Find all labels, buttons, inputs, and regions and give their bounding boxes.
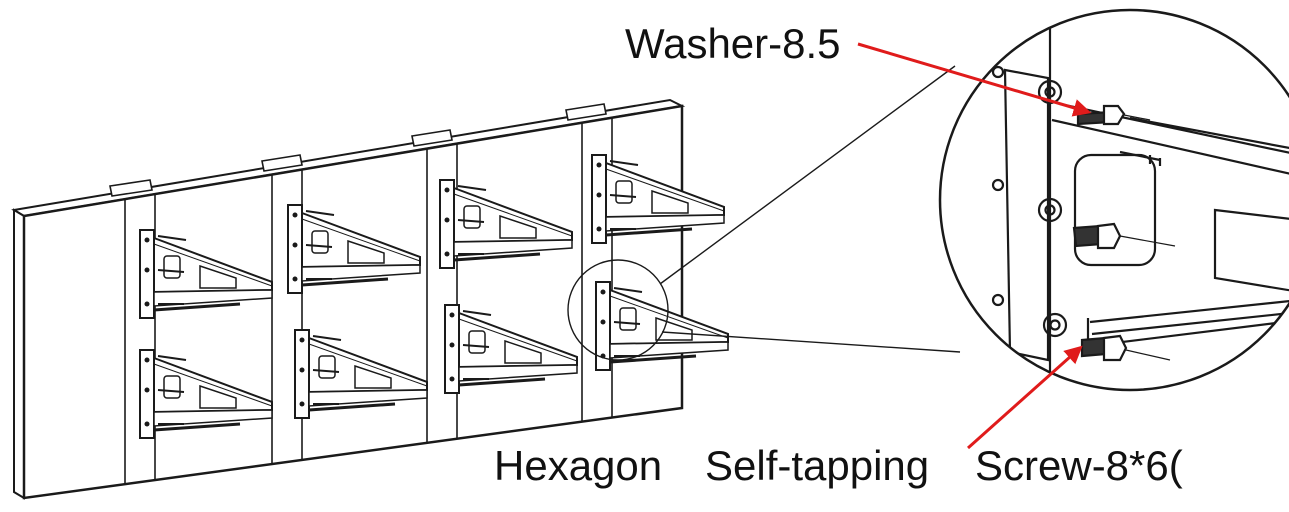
screw-label: Screw-8*6(	[975, 442, 1183, 489]
wall-panel	[11, 98, 730, 500]
detail-callout	[567, 65, 961, 361]
washer-arrow	[857, 42, 1092, 117]
washer-label: Washer-8.5	[625, 20, 841, 67]
callout-arrows	[857, 42, 1092, 450]
hexagon-label: Hexagon	[494, 442, 662, 489]
self-tapping-label: Self-tapping	[705, 442, 929, 489]
screw-arrow	[967, 345, 1083, 450]
zoom-detail	[938, 8, 1289, 392]
